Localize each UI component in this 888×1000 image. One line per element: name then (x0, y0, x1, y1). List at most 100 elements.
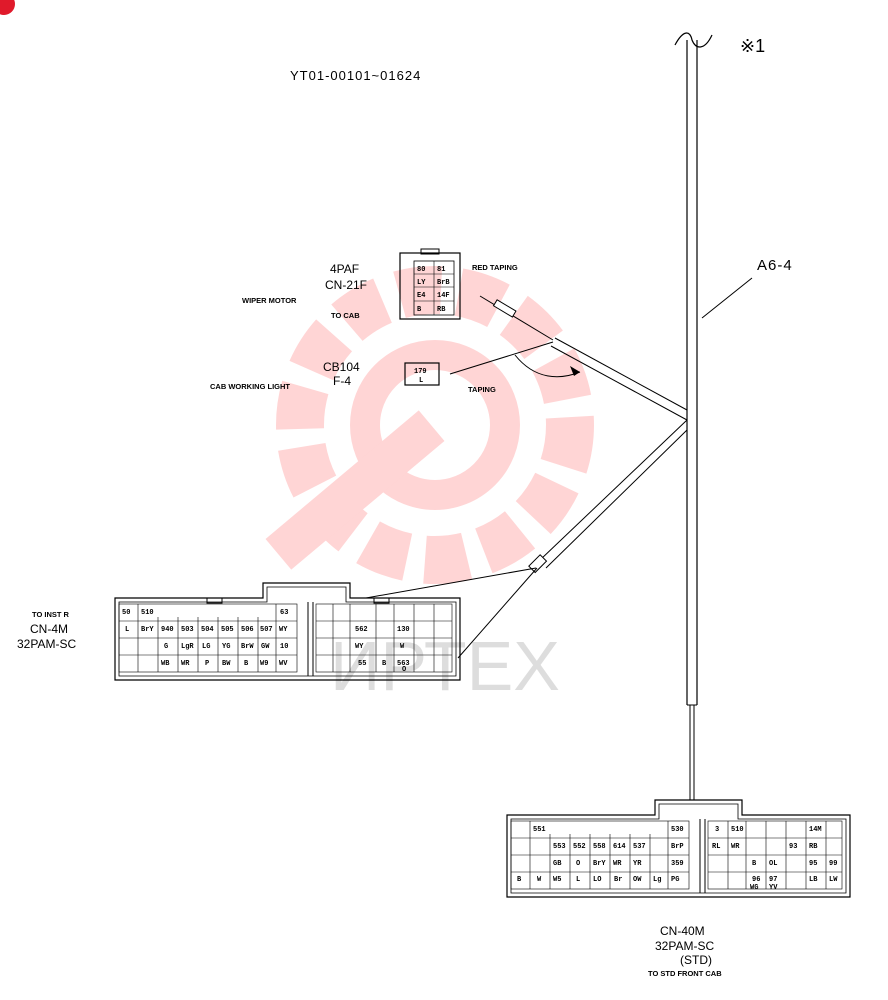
pin: 81 (437, 266, 445, 274)
watermark-gear-icon (265, 266, 594, 584)
pin: W (537, 876, 542, 884)
pin: 940 (161, 626, 174, 634)
pin: 50 (122, 609, 130, 617)
pin: 14M (809, 826, 822, 834)
light-name-1: CB104 (323, 360, 360, 374)
pin: E4 (417, 292, 425, 300)
pin: WR (181, 660, 190, 668)
pin: Br (614, 876, 622, 884)
pin: WV (279, 660, 288, 668)
pin: 552 (573, 843, 586, 851)
pin: 93 (789, 843, 797, 851)
pin: WG (750, 884, 758, 892)
pin: YG (222, 643, 230, 651)
pin: 614 (613, 843, 626, 851)
pin: LgR (181, 643, 194, 651)
pin: 97 (769, 876, 777, 884)
wiper-connector: 80 81 LY BrB E4 14F B RB (399, 248, 461, 320)
pin: PG (671, 876, 679, 884)
pin: O (402, 666, 406, 674)
pin: 530 (671, 826, 684, 834)
wiper-sub: TO CAB (331, 311, 360, 320)
light-name-2: F-4 (333, 374, 351, 388)
pin: 130 (397, 626, 410, 634)
pin: W9 (260, 660, 268, 668)
cn4m-line2: CN-4M (30, 622, 68, 636)
pin: B (382, 660, 387, 668)
pin: BrB (437, 279, 450, 287)
pin: B (244, 660, 249, 668)
pin: G (164, 643, 168, 651)
pin: WR (613, 860, 622, 868)
pin: 558 (593, 843, 606, 851)
pin: 504 (201, 626, 214, 634)
pin: RB (437, 306, 446, 314)
pin: L (125, 626, 129, 634)
pin: 563 (397, 660, 410, 668)
pin: GW (261, 643, 270, 651)
cn4m-connector: 50 510 L BrY 940 503 504 505 506 507 WY … (114, 582, 461, 681)
pin: Lg (653, 876, 661, 884)
pin: 505 (221, 626, 234, 634)
pin: 551 (533, 826, 546, 834)
pin: OW (633, 876, 642, 884)
lower-branch (365, 419, 688, 659)
pin: LG (202, 643, 210, 651)
pin: B (517, 876, 522, 884)
upper-branch (449, 295, 688, 421)
pin: 553 (553, 843, 566, 851)
pin: L (576, 876, 580, 884)
pin: YV (769, 884, 778, 892)
pin: B (752, 860, 757, 868)
pin: LB (809, 876, 818, 884)
pin: 503 (181, 626, 194, 634)
pin: RB (809, 843, 818, 851)
cn40m-line3: (STD) (680, 953, 712, 967)
pin: 80 (417, 266, 425, 274)
pin: P (205, 660, 209, 668)
pin: 510 (141, 609, 154, 617)
pin: 179 (414, 368, 427, 376)
corner-mark-icon (0, 0, 15, 15)
cn40m-line1: CN-40M (660, 924, 705, 938)
pin: LY (417, 279, 426, 287)
pin: 537 (633, 843, 646, 851)
pin: 95 (809, 860, 817, 868)
pin: WY (279, 626, 288, 634)
pin: 562 (355, 626, 368, 634)
pin: BrY (141, 626, 154, 634)
pin: 3 (715, 826, 719, 834)
wiper-name-2: CN-21F (325, 278, 367, 292)
pin: 63 (280, 609, 288, 617)
pin: OL (769, 860, 777, 868)
pin: 10 (280, 643, 288, 651)
pin: LO (593, 876, 601, 884)
pin: BrP (671, 843, 684, 851)
pin: WB (161, 660, 170, 668)
taping-label: TAPING (468, 385, 496, 394)
pin: 55 (358, 660, 366, 668)
red-taping-label: RED TAPING (472, 263, 518, 272)
pin: 359 (671, 860, 684, 868)
pin: O (576, 860, 580, 868)
main-trunk (674, 32, 713, 800)
pin: W (400, 643, 405, 651)
pin: 506 (241, 626, 254, 634)
light-desc: CAB WORKING LIGHT (210, 382, 290, 391)
pin: L (419, 377, 423, 385)
pin: GB (553, 860, 562, 868)
pin: 96 (752, 876, 760, 884)
diagram-title: YT01-00101~01624 (290, 68, 421, 83)
cn4m-line3: 32PAM-SC (17, 637, 76, 651)
pin: WY (355, 643, 364, 651)
pin: LW (829, 876, 838, 884)
pin: W5 (553, 876, 561, 884)
cn40m-line2: 32PAM-SC (655, 939, 714, 953)
pin: 14F (437, 292, 450, 300)
note-mark: ※1 (740, 36, 765, 56)
cn40m-connector: 551 553 552 558 614 537 530 BrP GB O BrY… (506, 799, 851, 898)
pin: RL (712, 843, 720, 851)
pin: BrY (593, 860, 606, 868)
pin: WR (731, 843, 740, 851)
